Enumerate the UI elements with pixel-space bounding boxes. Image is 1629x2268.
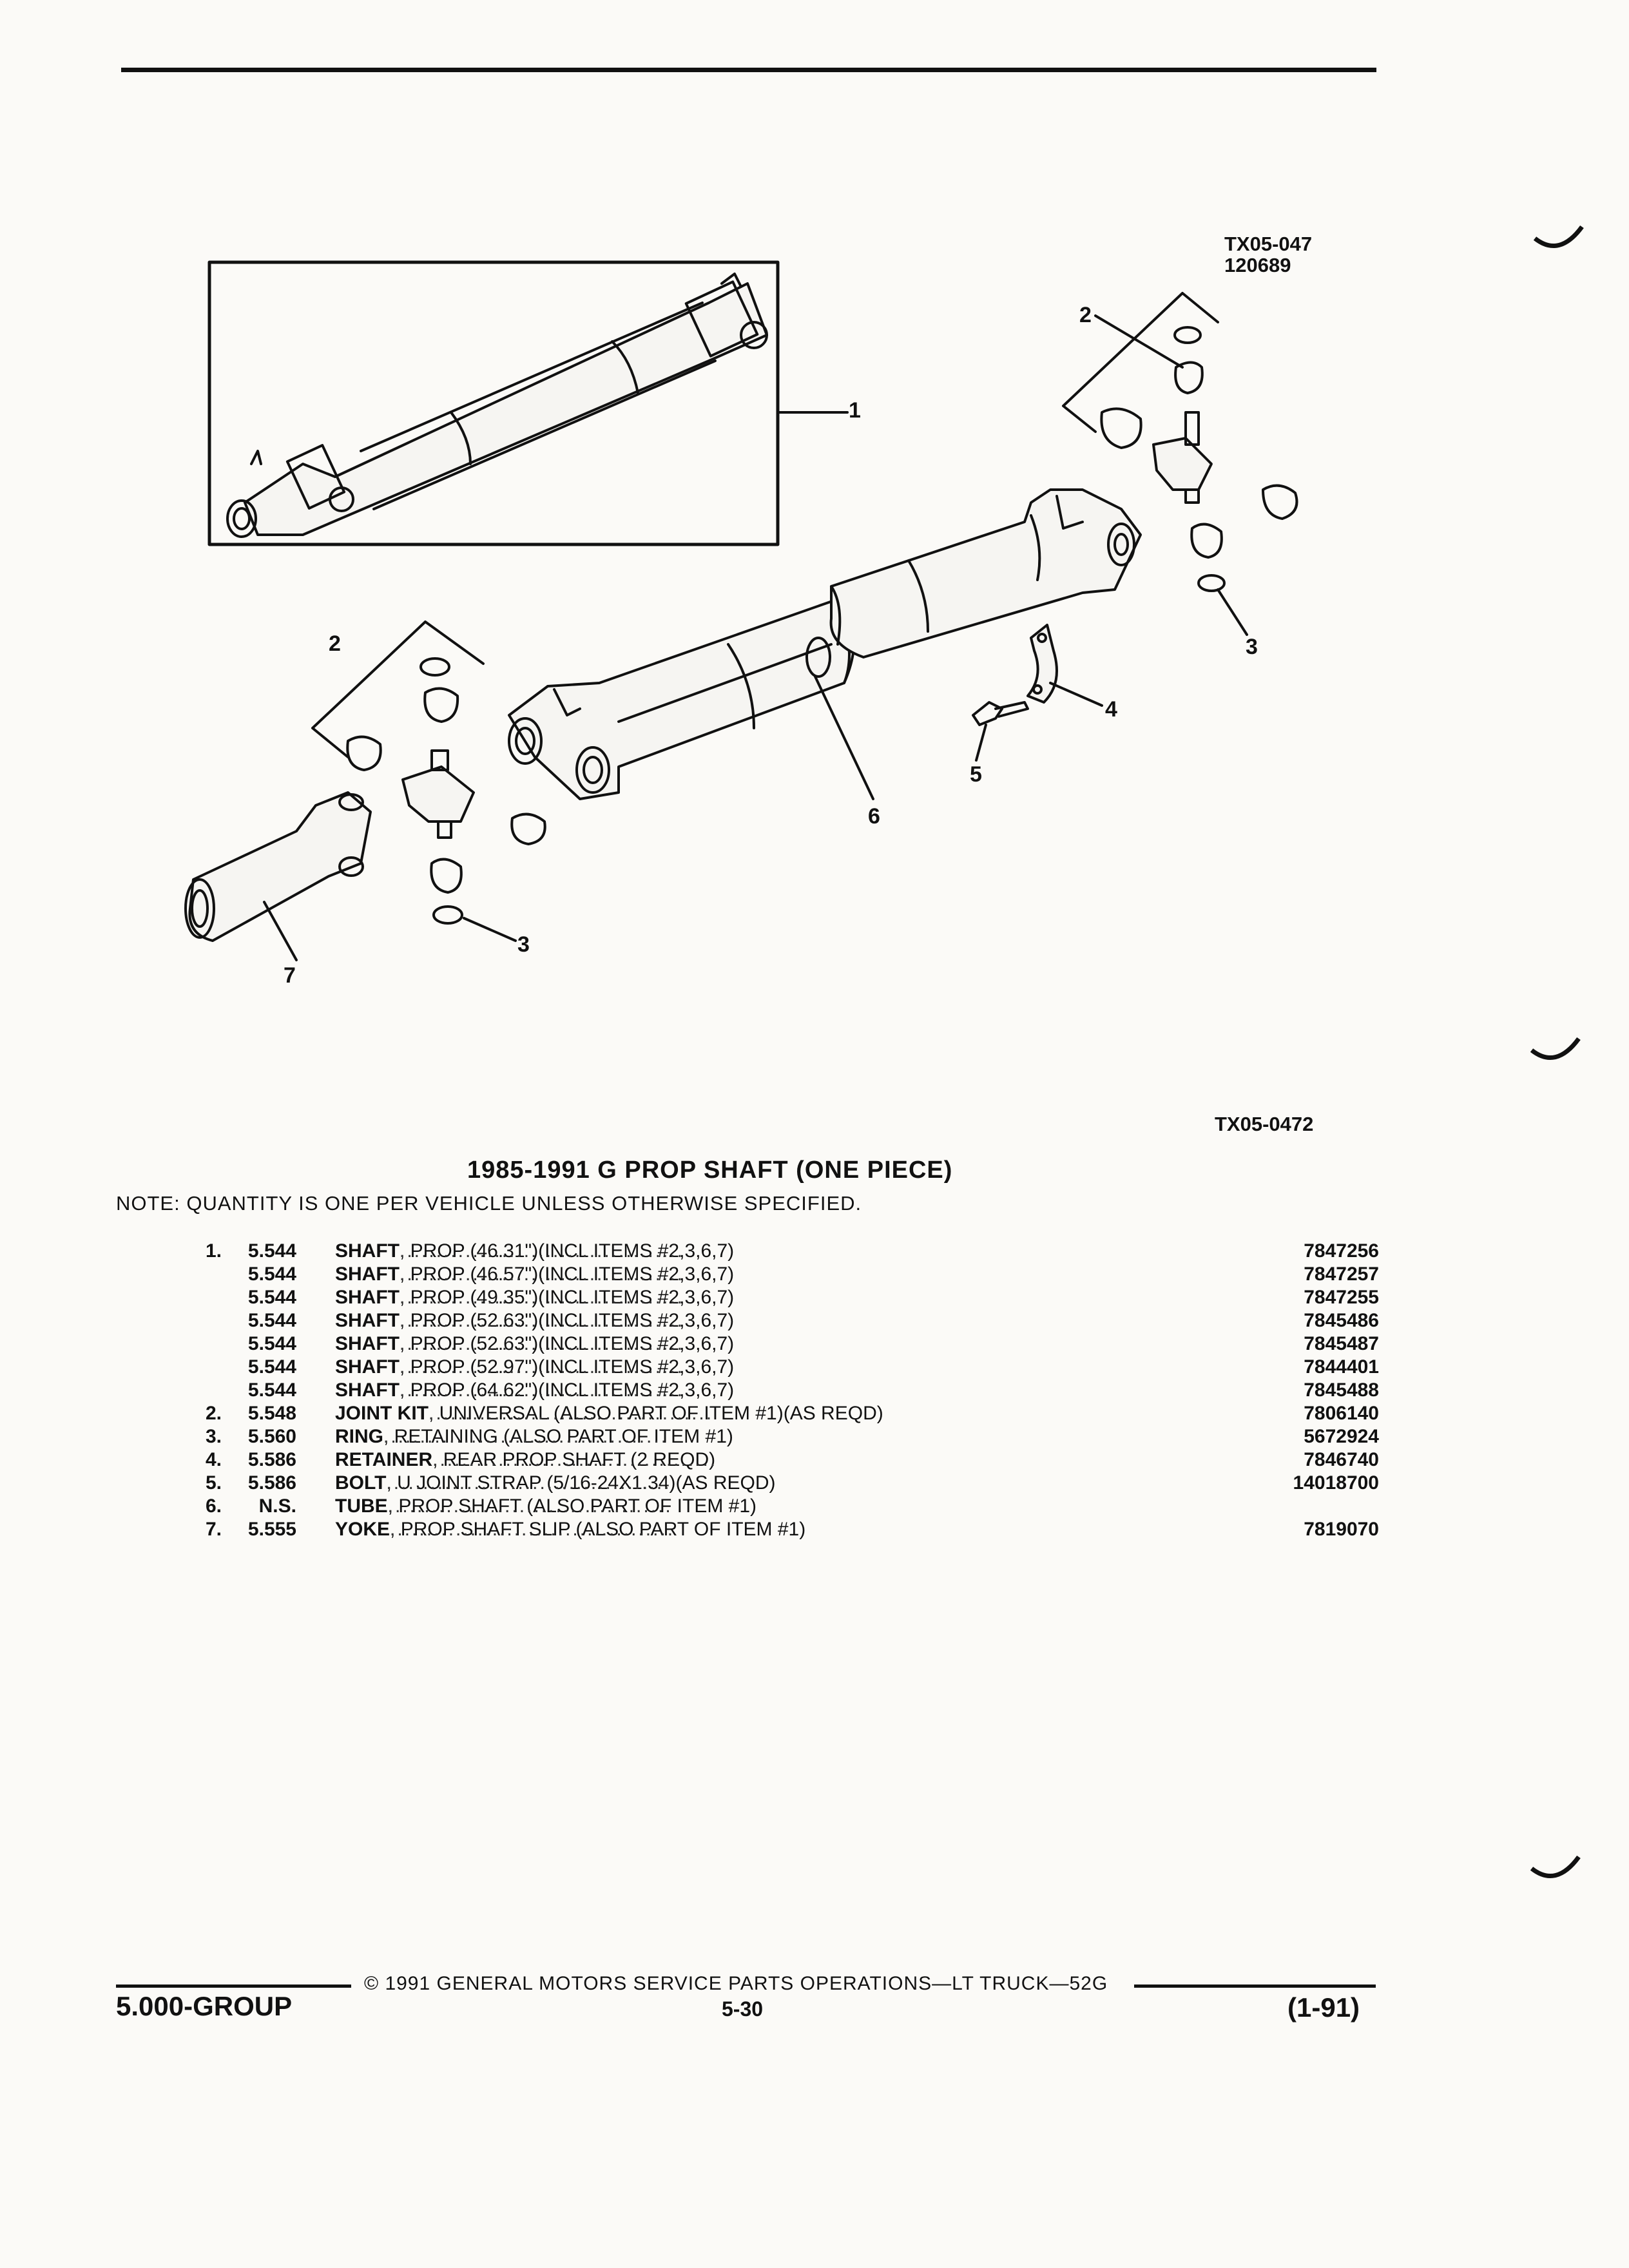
inset-frame <box>207 260 780 546</box>
figure-code-date: 120689 <box>1224 254 1291 276</box>
callout-leader-5 <box>975 724 987 762</box>
rear-shaft-half <box>829 488 1142 658</box>
callout-leader-3-lower <box>463 917 517 942</box>
page-title: 1985-1991 G PROP SHAFT (ONE PIECE) <box>467 1157 953 1184</box>
bracket-upper <box>1062 292 1219 433</box>
callout-4: 4 <box>1105 697 1117 722</box>
part-row: 1. 5.544 SHAFT, PROP (46.31")(INCL ITEMS… <box>205 1240 1379 1262</box>
part-row: 2. 5.548 JOINT KIT, UNIVERSAL (ALSO PART… <box>205 1403 1379 1424</box>
footer-revision: (1-91) <box>1287 1992 1360 2023</box>
part-row: 5.544 SHAFT, PROP (49.35")(INCL ITEMS #2… <box>247 1287 1379 1308</box>
footer-page-number: 5-30 <box>722 1997 764 2021</box>
part-row: 7. 5.555 YOKE, PROP SHAFT SLIP (ALSO PAR… <box>205 1519 1379 1540</box>
binder-mark-top <box>1534 226 1584 249</box>
part-row: 3. 5.560 RING, RETAINING (ALSO PART OF I… <box>205 1426 1379 1447</box>
part-row: 5.544 SHAFT, PROP (52.97")(INCL ITEMS #2… <box>247 1356 1379 1378</box>
parts-list: 1. 5.544 SHAFT, PROP (46.31")(INCL ITEMS… <box>193 1240 1379 1542</box>
upper-ujoint-parts <box>1100 326 1298 592</box>
callout-2-upper: 2 <box>1079 303 1092 327</box>
part-row: 5.544 SHAFT, PROP (64.62")(INCL ITEMS #2… <box>247 1379 1379 1401</box>
callout-3-lower: 3 <box>517 932 530 957</box>
footer-group-label: 5.000-GROUP <box>116 1991 293 2021</box>
part-row: 6. N.S. TUBE, PROP SHAFT (ALSO PART OF I… <box>205 1495 757 1517</box>
part-row: 5.544 SHAFT, PROP (46.57")(INCL ITEMS #2… <box>247 1264 1379 1285</box>
figure-code-bottom: TX05-0472 <box>1215 1113 1314 1135</box>
callout-5: 5 <box>970 762 982 787</box>
binder-mark-middle <box>1530 1037 1581 1061</box>
bolt <box>972 701 1029 726</box>
binder-mark-bottom <box>1530 1856 1581 1879</box>
bracket-lower <box>311 620 485 758</box>
callout-3-upper: 3 <box>1246 635 1258 659</box>
callout-7: 7 <box>284 963 296 988</box>
callout-leader-7 <box>263 901 298 961</box>
figure-code-top: TX05-047 <box>1224 233 1313 255</box>
top-rule <box>121 68 1376 72</box>
lower-ujoint-parts <box>346 657 546 925</box>
callout-6: 6 <box>868 804 880 829</box>
part-row: 5.544 SHAFT, PROP (52.63")(INCL ITEMS #2… <box>247 1310 1379 1331</box>
quantity-note: NOTE: QUANTITY IS ONE PER VEHICLE UNLESS… <box>116 1192 862 1215</box>
part-row: 5.544 SHAFT, PROP (52.63")(INCL ITEMS #2… <box>247 1333 1379 1354</box>
callout-1: 1 <box>849 398 861 423</box>
front-shaft-half <box>508 598 856 800</box>
assembled-shaft <box>226 273 768 538</box>
callout-2-lower: 2 <box>329 631 341 656</box>
footer-rule-left <box>116 1984 351 1988</box>
callout-leader-6 <box>814 675 874 800</box>
footer-copyright: © 1991 GENERAL MOTORS SERVICE PARTS OPER… <box>364 1973 1108 1994</box>
callout-leader-3-upper <box>1217 588 1248 636</box>
part-row: 5. 5.586 BOLT, U JOINT STRAP (5/16-24X1.… <box>205 1472 1379 1494</box>
part-row: 4. 5.586 RETAINER, REAR PROP SHAFT (2 RE… <box>205 1449 1379 1470</box>
slip-yoke <box>184 791 372 942</box>
callout-leader-4 <box>1049 682 1103 707</box>
retainer-bracket <box>1027 624 1058 704</box>
footer-rule-right <box>1134 1984 1376 1988</box>
